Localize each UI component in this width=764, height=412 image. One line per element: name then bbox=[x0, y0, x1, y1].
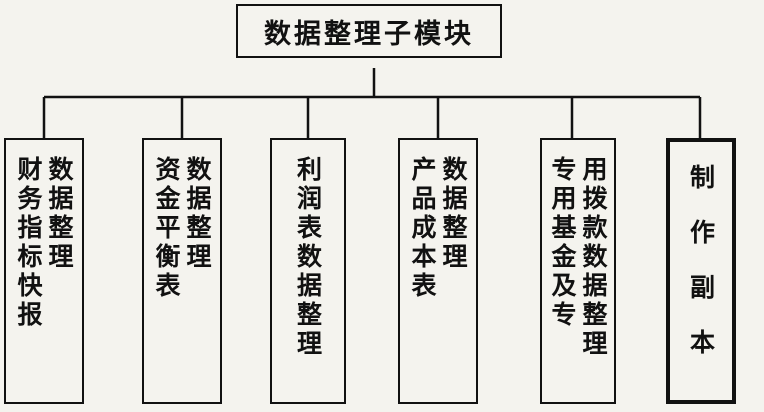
node-profit-table-line-1: 利润表数据整理 bbox=[293, 156, 323, 359]
node-special-fund-line-2: 专用基金及专 bbox=[548, 156, 577, 330]
node-balance-sheet-line-1: 数据整理 bbox=[183, 156, 212, 272]
node-finance-report-line-1: 数据整理 bbox=[45, 156, 74, 272]
root-node: 数据整理子模块 bbox=[236, 4, 502, 58]
node-make-copy-line-1: 制作副本 bbox=[686, 164, 716, 384]
node-special-fund-line-1: 用拨款数据整理 bbox=[579, 156, 608, 359]
node-finance-report: 数据整理 财务指标快报 bbox=[4, 138, 84, 404]
node-balance-sheet: 数据整理 资金平衡表 bbox=[142, 138, 222, 404]
root-label: 数据整理子模块 bbox=[264, 18, 474, 50]
node-product-cost: 数据整理 产品成本表 bbox=[398, 138, 478, 404]
node-balance-sheet-line-2: 资金平衡表 bbox=[152, 156, 181, 301]
node-product-cost-line-1: 数据整理 bbox=[439, 156, 468, 272]
node-special-fund: 用拨款数据整理 专用基金及专 bbox=[540, 138, 616, 404]
node-product-cost-line-2: 产品成本表 bbox=[408, 156, 437, 301]
node-profit-table: 利润表数据整理 bbox=[270, 138, 346, 404]
node-make-copy: 制作副本 bbox=[666, 138, 736, 404]
node-finance-report-line-2: 财务指标快报 bbox=[14, 156, 43, 330]
